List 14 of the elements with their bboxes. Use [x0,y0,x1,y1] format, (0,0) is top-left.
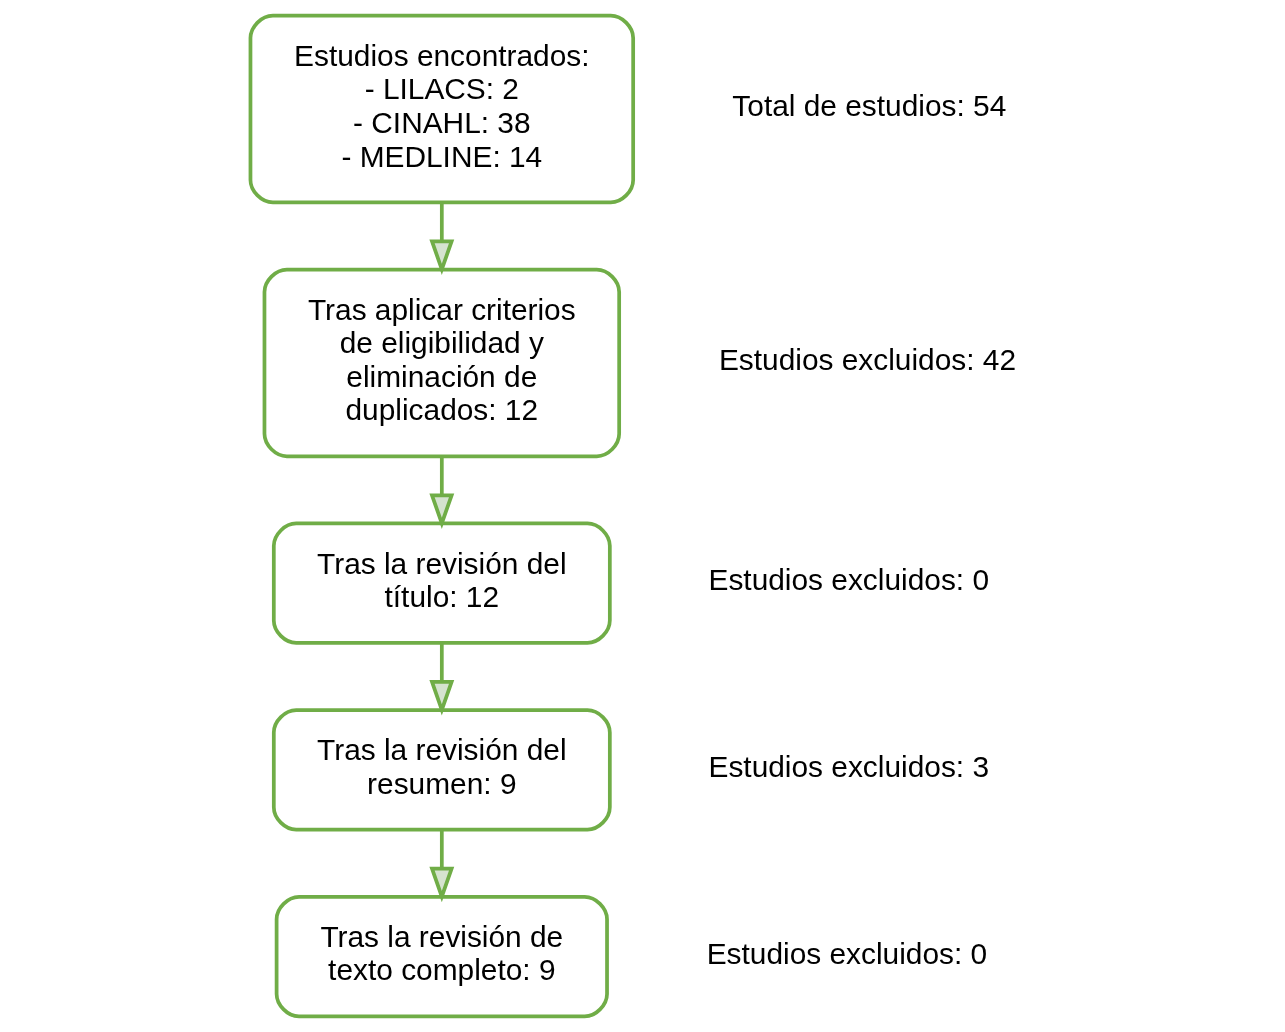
node-box: Tras la revisión del título: 12 [271,521,612,645]
arrow [429,456,455,529]
node-label: Estudios excluidos: 0 [706,936,988,970]
arrow [429,642,455,716]
node-box: Estudios encontrados: - LILACS: 2 - CINAHL: 38 - MEDLINE: 14 [248,13,636,205]
node-label: Estudios excluidos: 42 [718,343,1017,377]
arrow [429,829,455,903]
node-box: Tras aplicar criterios de eligibilidad y eliminación de duplicados: 12 [262,267,622,459]
node-box: Tras la revisión del resumen: 9 [271,708,612,832]
node-label: Estudios excluidos: 3 [708,749,990,783]
arrow [429,202,455,275]
node-label: Estudios excluidos: 0 [708,563,990,597]
node-box: Tras la revisión de texto completo: 9 [274,894,609,1019]
node-label: Total de estudios: 54 [732,89,1007,123]
